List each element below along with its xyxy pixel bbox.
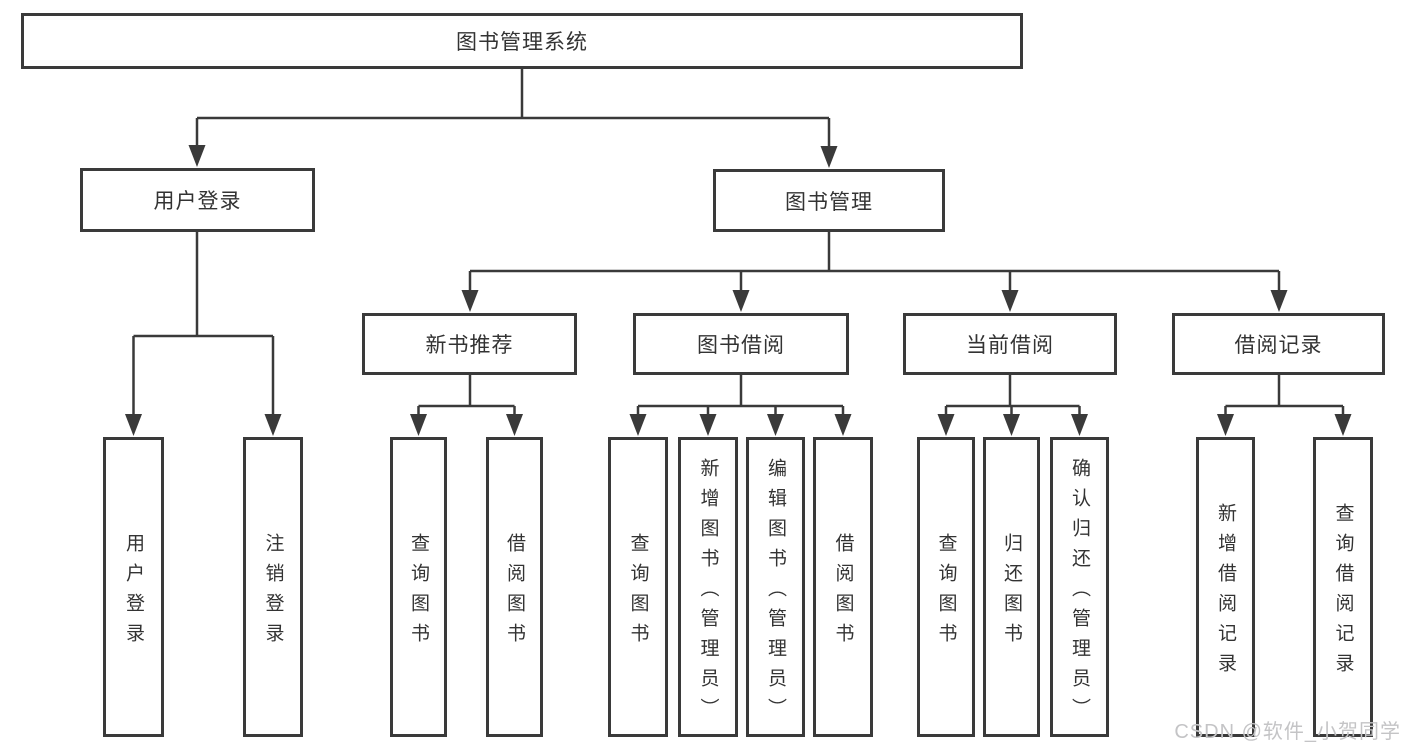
connector-bookborrow-to-leaves [629,375,852,436]
node-library-system: 图书管理系统 [21,13,1023,69]
leaf-newbook-query: 查询图书 [390,437,447,737]
leaf-label: 查询图书 [408,532,429,653]
arrow-down [629,414,647,436]
leaf-label: 查询图书 [935,532,957,653]
arrow-down [732,290,750,312]
connector-records-to-leaves [1217,375,1352,436]
leaf-label: 查询图书 [627,532,649,653]
node-label: 当前借阅 [966,334,1054,357]
arrow-down [1334,414,1352,436]
connector-newbook-to-leaves [410,375,523,436]
node-book-management: 图书管理 [713,169,945,232]
leaf-label: 编辑图书（管理员） [765,457,786,728]
leaf-records-query: 查询借阅记录 [1313,437,1373,737]
arrow-down [125,414,142,436]
leaf-current-query: 查询图书 [917,437,975,737]
leaf-current-confirm-admin: 确认归还（管理员） [1050,437,1109,737]
arrow-down [820,146,838,168]
arrow-down [767,414,784,436]
arrow-down [699,414,717,436]
csdn-watermark: CSDN @软件_小贺同学 [1174,721,1401,743]
arrow-down [1217,414,1234,436]
leaf-label: 查询借阅记录 [1332,502,1354,683]
arrow-down [1001,290,1019,312]
leaf-borrow-borrow: 借阅图书 [813,437,873,737]
connector-bookmgmt-to-level3 [461,232,1288,312]
leaf-label: 归还图书 [1001,532,1022,653]
arrow-down [410,414,427,436]
arrow-down [188,145,206,167]
leaf-label: 借阅图书 [504,532,525,653]
arrow-down [1003,414,1020,436]
leaf-current-return: 归还图书 [983,437,1040,737]
arrow-down [506,414,523,436]
node-new-book-recommend: 新书推荐 [362,313,577,375]
node-user-login: 用户登录 [80,168,315,232]
node-label: 借阅记录 [1234,334,1323,357]
node-label: 图书借阅 [697,334,785,357]
leaf-label: 借阅图书 [832,532,854,653]
leaf-user-login: 用户登录 [103,437,164,737]
arrow-down [1270,290,1288,312]
node-label: 图书管理 [785,190,873,214]
connector-root-to-level2 [188,69,838,168]
connector-currentborrow-to-leaves [937,375,1088,436]
arrow-down [834,414,852,436]
leaf-records-add: 新增借阅记录 [1196,437,1255,737]
leaf-label: 用户登录 [123,532,144,653]
leaf-borrow-query: 查询图书 [608,437,668,737]
leaf-label: 新增借阅记录 [1215,502,1236,683]
node-label: 用户登录 [153,190,242,213]
leaf-newbook-borrow: 借阅图书 [486,437,543,737]
leaf-logout: 注销登录 [243,437,303,737]
node-label: 图书管理系统 [456,31,588,54]
leaf-label: 确认归还（管理员） [1069,457,1090,728]
node-current-borrow: 当前借阅 [903,313,1117,375]
node-label: 新书推荐 [425,334,514,357]
arrow-down [937,414,955,436]
node-book-borrow: 图书借阅 [633,313,849,375]
arrow-down [264,414,282,436]
arrow-down [461,290,479,312]
leaf-label: 新增图书（管理员） [697,457,719,728]
arrow-down [1071,414,1088,436]
leaf-borrow-edit-admin: 编辑图书（管理员） [746,437,805,737]
leaf-borrow-add-admin: 新增图书（管理员） [678,437,738,737]
connector-userlogin-to-leaves [125,232,282,436]
leaf-label: 注销登录 [262,532,284,653]
node-borrow-records: 借阅记录 [1172,313,1385,375]
